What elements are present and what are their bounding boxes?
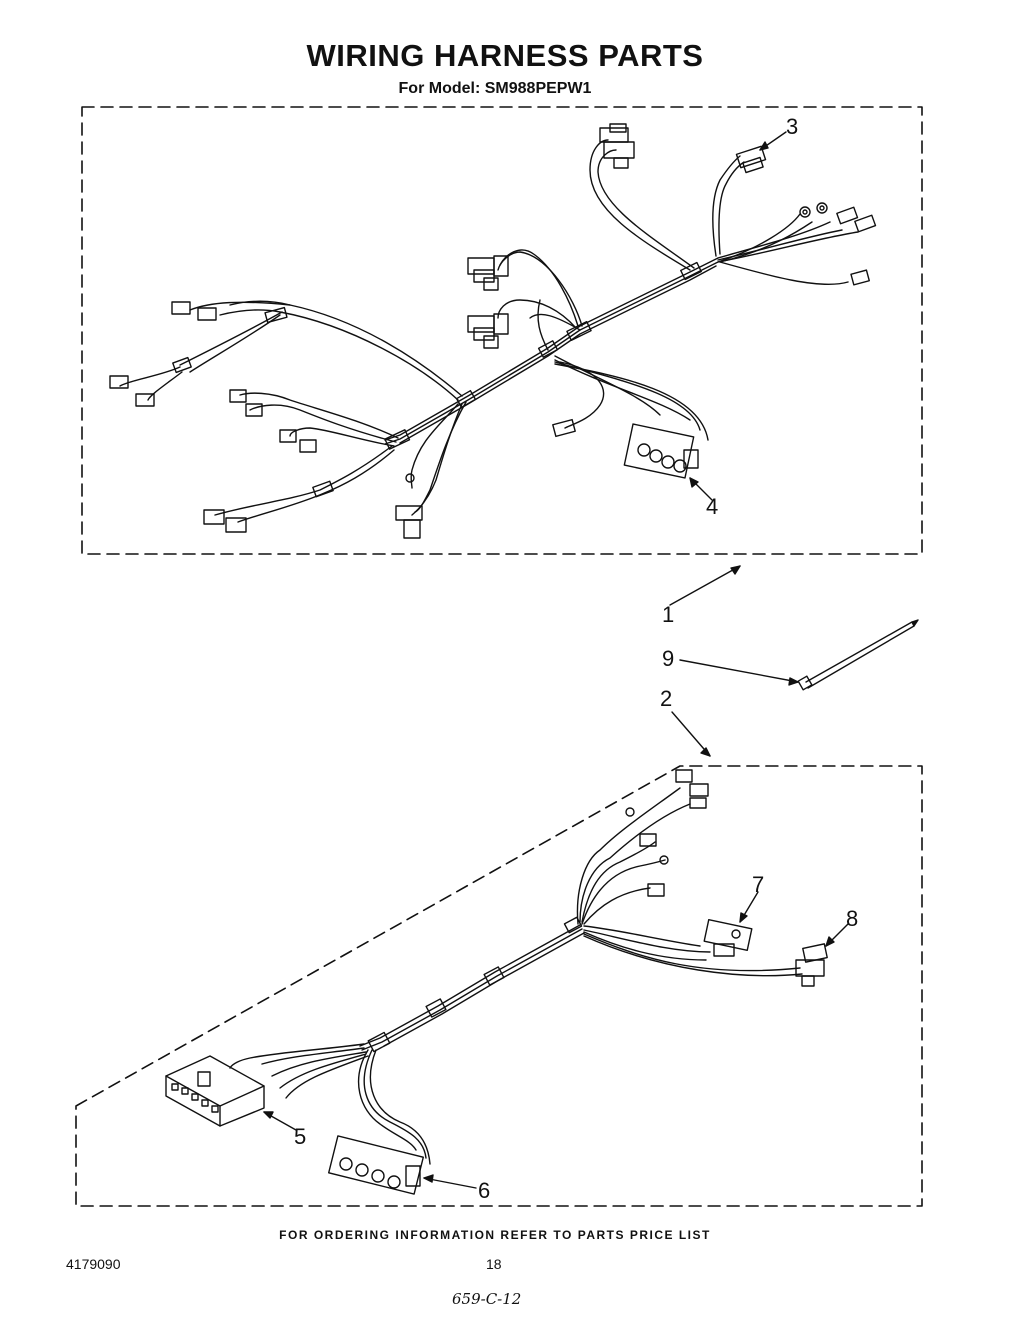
- harness-1-boundary: [81, 106, 923, 555]
- document-number: 4179090: [66, 1256, 121, 1272]
- callout-3: 3: [786, 114, 798, 139]
- callout-2-leader: [671, 711, 711, 757]
- model-subtitle: For Model: SM988PEPW1: [398, 80, 592, 97]
- callout-8: 8: [846, 906, 858, 931]
- callout-5: 5: [294, 1124, 306, 1149]
- part-9-tie-strap: [797, 619, 919, 691]
- part-6-connector: [328, 1135, 424, 1195]
- handwritten-note: 659-C-12: [452, 1290, 522, 1308]
- main-harness-1: [109, 123, 877, 539]
- callout-9: 9: [662, 646, 674, 671]
- callout-9-leader: [679, 659, 799, 683]
- part-4-connector: [623, 423, 699, 479]
- callout-4: 4: [706, 494, 718, 519]
- ordering-info-footer: FOR ORDERING INFORMATION REFER TO PARTS …: [279, 1228, 711, 1242]
- part-5-block-connector: [165, 1055, 265, 1127]
- callout-7: 7: [752, 872, 764, 897]
- callout-1: 1: [662, 602, 674, 627]
- part-7-connector: [703, 918, 753, 957]
- page-number: 18: [486, 1256, 502, 1272]
- part-8-connector: [795, 943, 828, 987]
- callout-1-leader: [669, 565, 741, 606]
- page-title: WIRING HARNESS PARTS: [306, 38, 704, 73]
- main-harness-2: [165, 769, 828, 1195]
- harness-2-boundary: [75, 765, 923, 1207]
- callout-6: 6: [478, 1178, 490, 1203]
- callout-2: 2: [660, 686, 672, 711]
